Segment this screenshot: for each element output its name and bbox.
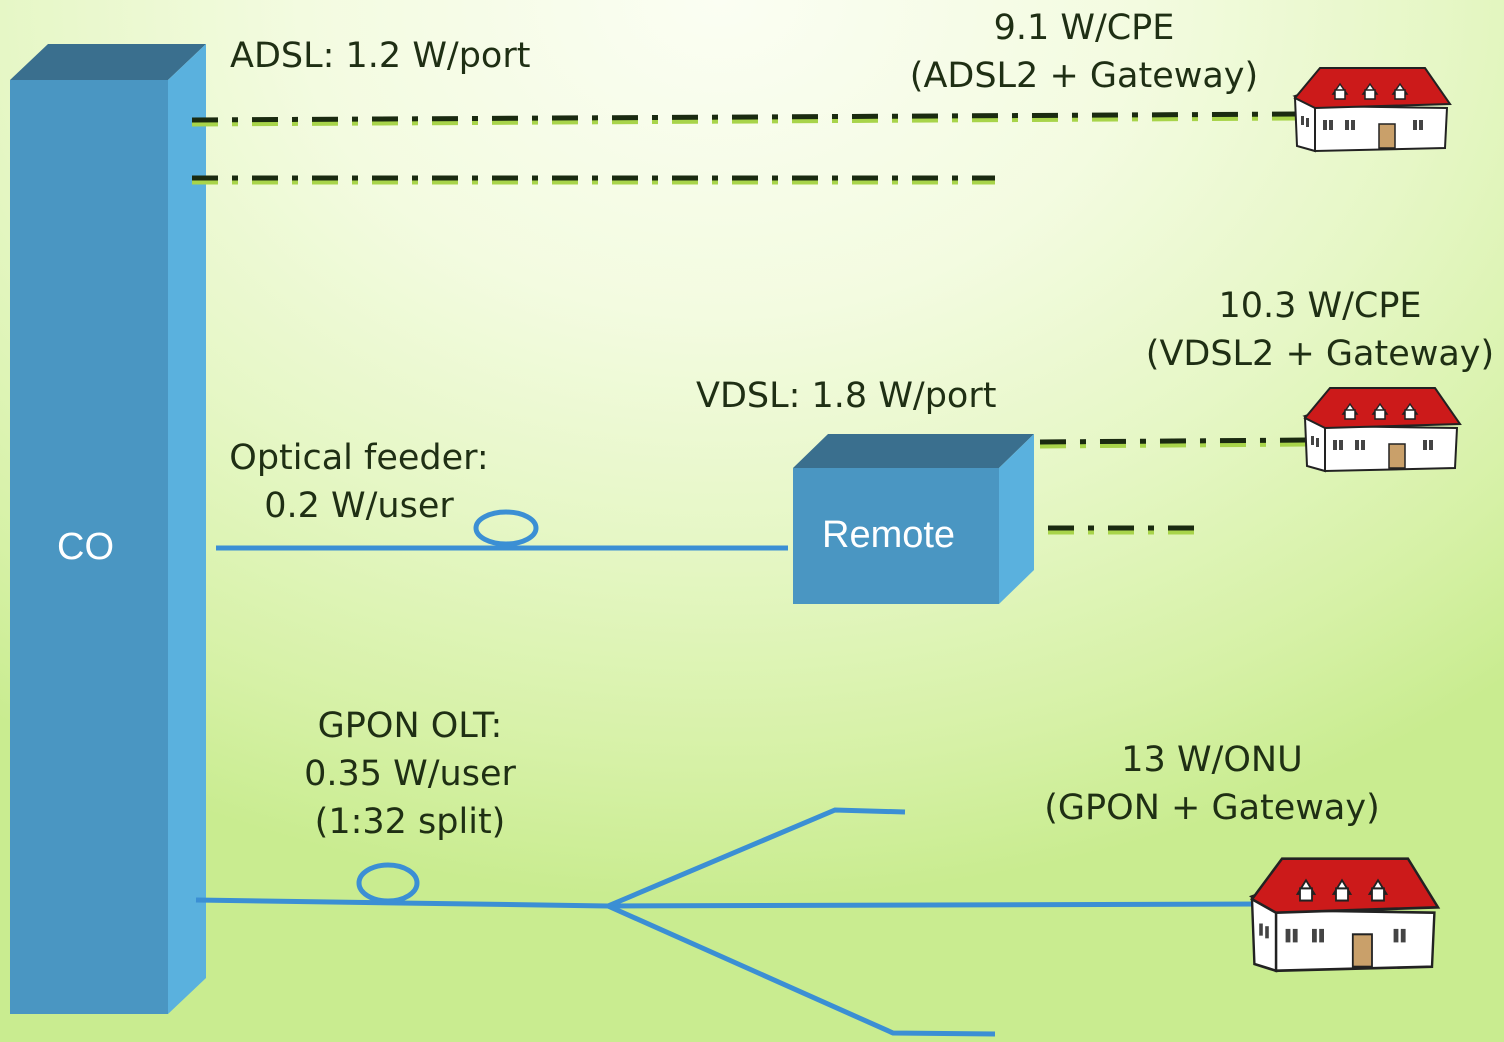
vdsl-copper-line-1 (1039, 437, 1311, 449)
vdsl-copper-line-2 (1048, 525, 1205, 535)
remote-box-top (793, 434, 1034, 468)
gpon-olt-line2: 0.35 W/user (304, 754, 516, 794)
gpon-fiber (195, 807, 1263, 1037)
co-box-top (10, 44, 206, 80)
fiber-coil-icon (356, 862, 420, 904)
gpon-olt-line1: GPON OLT: (317, 706, 503, 746)
feeder-line1: Optical feeder: (229, 438, 489, 478)
house-icon (1294, 67, 1451, 152)
remote-box-side (999, 434, 1034, 604)
vdsl-cpe-line1: 10.3 W/CPE (1218, 286, 1422, 326)
co-label: CO (57, 526, 114, 568)
remote-label: Remote (822, 514, 956, 556)
adsl-cpe-line1: 9.1 W/CPE (993, 8, 1175, 48)
feeder-line2: 0.2 W/user (264, 486, 454, 526)
co-box-front (10, 80, 168, 1014)
gpon-olt-line3: (1:32 split) (314, 802, 506, 842)
fiber-coil-icon (473, 509, 539, 547)
adsl-port-text: ADSL: 1.2 W/port (230, 36, 531, 76)
house-icon (1250, 857, 1440, 973)
gpon-onu-label: 13 W/ONU (GPON + Gateway) (1030, 736, 1394, 832)
vdsl-port-text: VDSL: 1.8 W/port (696, 376, 997, 416)
vdsl-cpe-label: 10.3 W/CPE (VDSL2 + Gateway) (1140, 282, 1500, 378)
adsl-copper-line-1 (191, 111, 1306, 127)
gpon-onu-line1: 13 W/ONU (1121, 740, 1303, 780)
optical-feeder-label: Optical feeder: 0.2 W/user (204, 434, 514, 530)
adsl-cpe-line2: (ADSL2 + Gateway) (909, 56, 1259, 96)
vdsl-cpe-line2: (VDSL2 + Gateway) (1145, 334, 1495, 374)
co-box-side (168, 44, 206, 1014)
adsl-copper-line-2 (192, 175, 995, 185)
adsl-cpe-label: 9.1 W/CPE (ADSL2 + Gateway) (904, 4, 1264, 100)
adsl-port-label: ADSL: 1.2 W/port (230, 32, 530, 80)
house-icon (1304, 387, 1461, 472)
gpon-olt-label: GPON OLT: 0.35 W/user (1:32 split) (270, 702, 550, 846)
vdsl-port-label: VDSL: 1.8 W/port (696, 372, 996, 420)
remote-box-front (793, 468, 999, 604)
gpon-onu-line2: (GPON + Gateway) (1044, 788, 1380, 828)
